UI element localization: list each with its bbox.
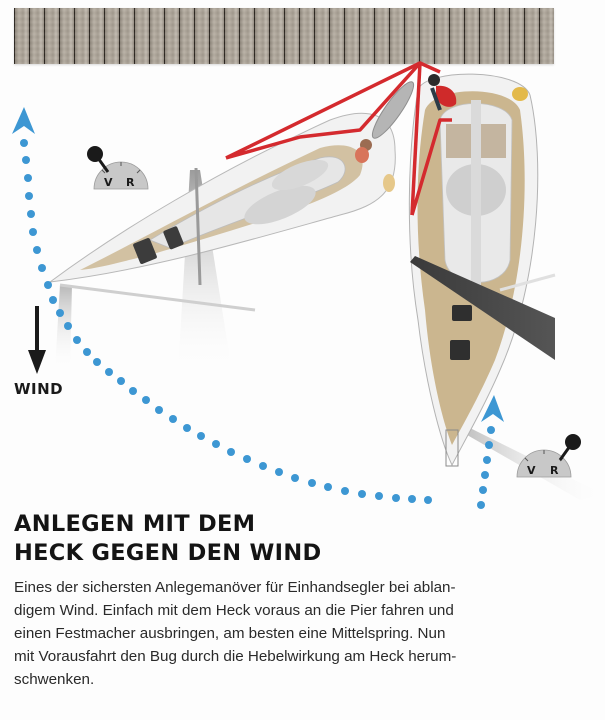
wind-label: WIND (14, 380, 64, 398)
headline-line-2: HECK GEGEN DEN WIND (14, 540, 322, 566)
headline: ANLEGEN MIT DEM HECK GEGEN DEN WIND (14, 510, 594, 568)
body-line-5: schwenken. (14, 671, 95, 688)
mooring-lines (225, 61, 452, 216)
gauge-right-label-v: V (527, 464, 536, 477)
pier-wooden-dock (14, 8, 554, 64)
article-caption: ANLEGEN MIT DEM HECK GEGEN DEN WIND Eine… (14, 510, 594, 691)
deck-hatch-icons-moored (450, 305, 472, 360)
body-line-4: mit Vorausfahrt den Bug durch die Hebelw… (14, 648, 457, 665)
gauge-left-label-v: V (104, 176, 113, 189)
throttle-knob-icon-right (565, 434, 581, 450)
throttle-knob-icon (87, 146, 103, 162)
throttle-gauge-left: V R (87, 146, 149, 190)
body-paragraph: Eines der sichersten Anlegemanöver für E… (14, 576, 579, 691)
body-line-1: Eines der sichersten Anlegemanöver für E… (14, 579, 456, 596)
gauge-left-label-r: R (126, 176, 135, 189)
body-line-3: einen Festmacher ausbringen, am besten e… (14, 625, 446, 642)
headline-line-1: ANLEGEN MIT DEM (14, 511, 256, 537)
maneuver-path-dots (20, 139, 495, 509)
deck-hatch-icons (133, 226, 184, 264)
wind-arrow-down-icon (28, 306, 46, 374)
path-arrowhead-up-icon-right (481, 395, 504, 422)
path-arrowhead-up-icon (12, 107, 35, 134)
maneuver-illustration: V R V R (12, 61, 605, 509)
sailboat-angled-position (48, 81, 415, 372)
throttle-gauge-right: V R (516, 434, 581, 478)
body-line-2: digem Wind. Einfach mit dem Heck voraus … (14, 602, 454, 619)
gauge-right-label-r: R (550, 464, 559, 477)
